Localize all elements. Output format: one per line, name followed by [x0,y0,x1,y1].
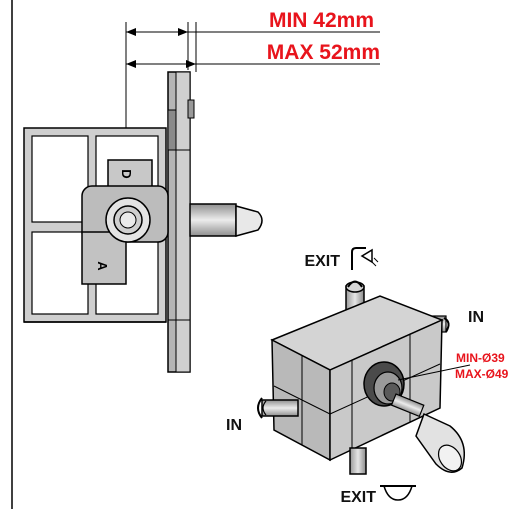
max-depth-label: MAX 52mm [267,41,380,64]
wall-plate [167,71,195,373]
spindle-side [189,203,263,237]
bathtub-icon [380,485,416,501]
valve-mark-a: A [95,261,110,271]
isometric-view-drawing [257,280,471,475]
exit-pipe-bottom [349,447,367,475]
max-diameter-label: MAX-Ø49 [455,367,509,381]
shower-head-icon [351,247,379,270]
max-arrow-right [186,60,196,68]
min-arrow-left [126,28,136,36]
in-left-label: IN [226,417,242,434]
exit-bottom-label: EXIT [340,489,376,506]
valve-body-side: D A [81,159,169,285]
side-view-drawing: D A [23,71,263,373]
exit-top-label: EXIT [304,253,340,270]
min-arrow-right [178,28,188,36]
in-right-label: IN [468,309,484,326]
max-arrow-left [126,60,136,68]
min-diameter-label: MIN-Ø39 [456,351,505,365]
cartridge-assembly [363,361,465,473]
valve-mark-d: D [119,169,134,178]
in-pipe-left [257,397,299,419]
min-depth-label: MIN 42mm [269,9,374,32]
diameter-leader [397,364,471,381]
dimension-annotation: MIN 42mm MAX 52mm [125,9,380,185]
